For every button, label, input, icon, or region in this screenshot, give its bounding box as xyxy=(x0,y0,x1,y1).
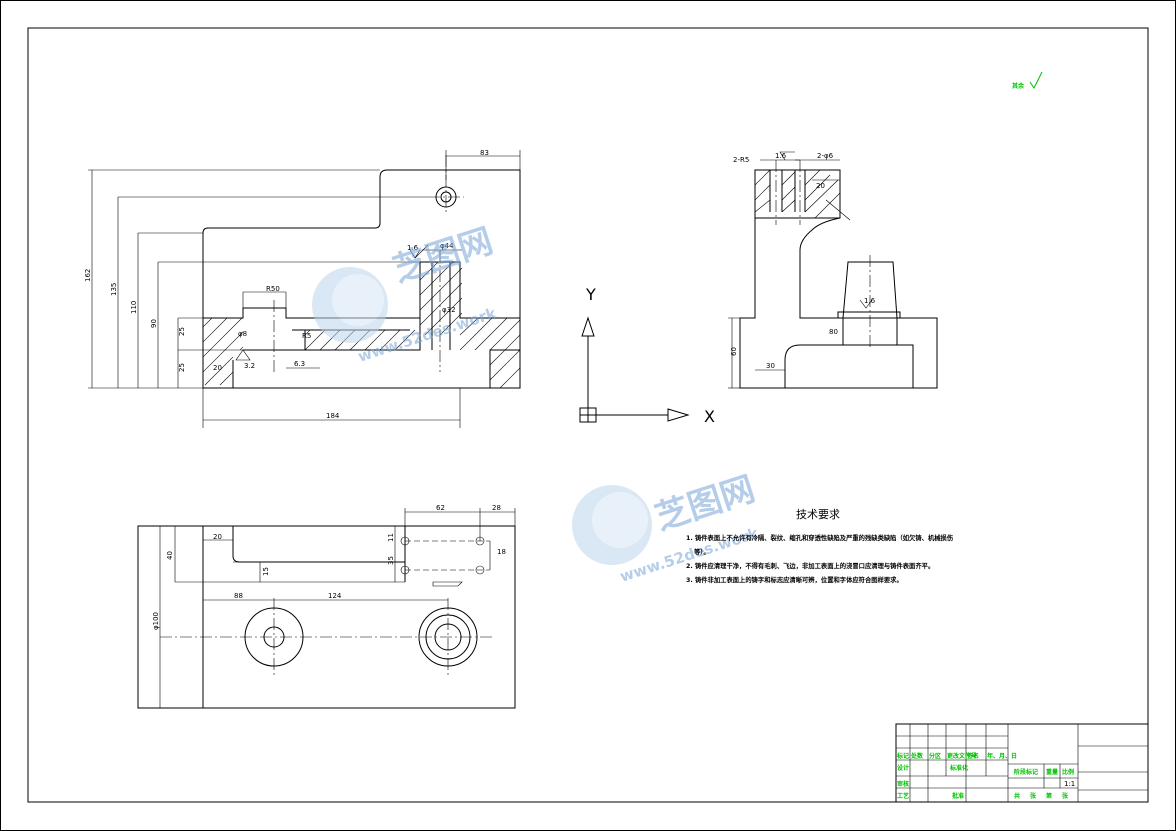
dim-135: 135 xyxy=(110,283,118,296)
dim-83: 83 xyxy=(480,149,489,157)
svg-text:其余: 其余 xyxy=(1012,82,1025,90)
title-block: 标记 处数 分区 更改文件号 签名 年、月、日 设计 标准化 阶段标记 重量 比… xyxy=(895,723,1149,803)
svg-text:阶段标记: 阶段标记 xyxy=(1014,768,1038,776)
svg-text:比例: 比例 xyxy=(1062,768,1074,776)
dim-rough-side: 1.6 xyxy=(775,152,787,160)
dim-30: 30 xyxy=(766,362,775,370)
dim-25b: 25 xyxy=(178,363,186,372)
dim-phi44: φ44 xyxy=(440,242,454,250)
svg-text:标准化: 标准化 xyxy=(949,764,968,772)
dim-40: 40 xyxy=(166,551,174,560)
side-view: 2-R5 1.6 2-φ6 60 30 20 80 1.6 xyxy=(728,151,938,389)
tech-requirements-title: 技术要求 xyxy=(796,508,840,521)
dim-162: 162 xyxy=(84,269,92,282)
rough-1: 1.6 xyxy=(407,244,419,252)
rough-2: 3.2 xyxy=(244,362,255,370)
roughness-note: 其余 xyxy=(1012,71,1043,90)
tech-item-3: 3. 铸件非加工表面上的铸字和标志应清晰可辨，位置和字体应符合图样要求。 xyxy=(686,577,903,584)
svg-text:张: 张 xyxy=(1030,792,1037,800)
svg-text:第: 第 xyxy=(1045,792,1052,800)
dim-80: 80 xyxy=(829,328,838,336)
dim-r5: R5 xyxy=(302,332,311,340)
ucs-icon: X Y xyxy=(579,285,715,426)
dim-60: 60 xyxy=(730,347,738,356)
front-view: 83 162 135 110 90 25 25 20 R50 φ8 φ44 φ3… xyxy=(84,149,521,428)
dim-25a: 25 xyxy=(178,327,186,336)
drawing-frame xyxy=(27,27,1149,803)
dim-20: 20 xyxy=(213,364,222,372)
dim-rough-cone: 1.6 xyxy=(864,297,876,305)
dim-2xr5: 2-R5 xyxy=(733,156,749,164)
svg-text:共: 共 xyxy=(1014,792,1020,800)
dim-110: 110 xyxy=(130,301,138,314)
svg-text:批准: 批准 xyxy=(952,792,964,800)
svg-text:分区: 分区 xyxy=(929,752,941,760)
dim-18: 18 xyxy=(497,548,506,556)
dim-11: 11 xyxy=(387,533,395,542)
dim-184: 184 xyxy=(326,412,340,420)
svg-text:设计: 设计 xyxy=(897,764,909,772)
svg-text:芝图网: 芝图网 xyxy=(388,221,497,291)
top-view: 62 28 40 15 11 35 20 88 124 φ100 18 xyxy=(137,504,516,709)
svg-text:年、月、日: 年、月、日 xyxy=(987,752,1017,760)
dim-90: 90 xyxy=(150,319,158,328)
svg-text:更改文件号: 更改文件号 xyxy=(947,752,977,760)
watermark-1: 芝图网 www.52des.work xyxy=(312,221,499,366)
dim-15: 15 xyxy=(262,567,270,576)
dim-20r: 20 xyxy=(816,182,825,190)
dim-r50: R50 xyxy=(266,285,280,293)
dim-2phi6: 2-φ6 xyxy=(817,152,834,160)
dim-124: 124 xyxy=(328,592,342,600)
dim-28: 28 xyxy=(492,504,501,512)
tech-item-2: 2. 铸件应清理干净，不得有毛刺、飞边，非加工表面上的浇冒口应清理与铸件表面齐平… xyxy=(686,563,935,570)
dim-62: 62 xyxy=(436,504,445,512)
dim-phi8: φ8 xyxy=(238,330,247,338)
svg-text:审核: 审核 xyxy=(897,780,909,788)
dim-phi100: φ100 xyxy=(152,612,160,630)
rough-3: 6.3 xyxy=(294,360,305,368)
dim-top20: 20 xyxy=(213,533,222,541)
svg-text:签名: 签名 xyxy=(966,752,979,760)
svg-text:处数: 处数 xyxy=(910,752,924,760)
dim-88: 88 xyxy=(234,592,243,600)
dim-35: 35 xyxy=(387,556,395,565)
tech-item-1-cont: 等）。 xyxy=(694,549,710,556)
scale-value: 1:1 xyxy=(1064,780,1075,788)
svg-text:工艺: 工艺 xyxy=(897,792,909,800)
axis-x-label: X xyxy=(704,407,715,426)
svg-text:标记: 标记 xyxy=(896,752,909,760)
svg-text:重量: 重量 xyxy=(1046,768,1058,776)
tech-item-1: 1. 铸件表面上不允许有冷隔、裂纹、缩孔和穿透性缺陷及严重的残缺类缺陷（如欠铸、… xyxy=(686,535,954,542)
svg-text:张: 张 xyxy=(1062,792,1069,800)
dim-phi32: φ32 xyxy=(442,306,456,314)
axis-y-label: Y xyxy=(585,285,596,304)
